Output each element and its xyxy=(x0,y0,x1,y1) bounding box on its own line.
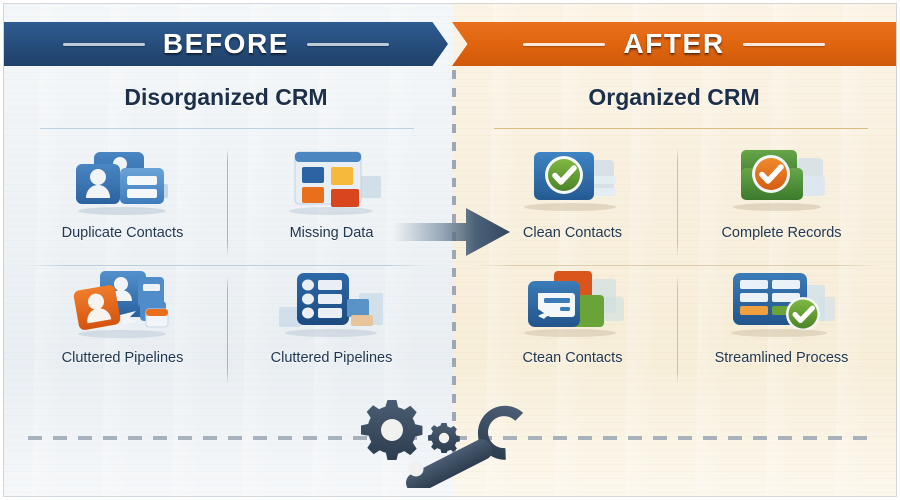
before-subtitle: Disorganized CRM xyxy=(124,83,328,110)
clean-data-card-icon xyxy=(514,271,632,343)
cluttered-contact-cards-icon xyxy=(64,271,182,343)
row-separator xyxy=(474,265,880,266)
item-label: Ctean Contacts xyxy=(522,350,623,366)
before-banner-label: BEFORE xyxy=(162,28,290,59)
right-arrow-icon xyxy=(392,206,510,258)
after-item-clean-contacts: Clean Contacts xyxy=(468,140,677,265)
before-title-rule xyxy=(40,128,414,129)
row-separator xyxy=(24,265,430,266)
banner-rule-right xyxy=(307,42,390,46)
item-label: Missing Data xyxy=(289,225,374,241)
item-label: Duplicate Contacts xyxy=(61,225,184,241)
after-item-complete-records: Complete Records xyxy=(677,140,886,265)
cluttered-list-icon xyxy=(273,271,391,343)
streamlined-table-check-icon xyxy=(723,271,841,343)
after-subtitle: Organized CRM xyxy=(588,83,760,110)
after-banner-label: AFTER xyxy=(623,28,725,59)
before-item-missing-data: Missing Data xyxy=(227,140,436,265)
item-label: Clean Contacts xyxy=(522,225,623,241)
before-item-cluttered-pipelines-cards: Cluttered Pipelines xyxy=(18,265,227,390)
after-item-streamlined-process: Streamlined Process xyxy=(677,265,886,390)
clean-contacts-check-icon xyxy=(514,146,632,218)
missing-data-panel-icon xyxy=(273,146,391,218)
column-separator xyxy=(227,148,228,256)
banner-rule-left xyxy=(523,42,606,46)
dashed-vertical-divider xyxy=(452,70,456,455)
after-banner: AFTER xyxy=(452,22,896,66)
item-label: Cluttered Pipelines xyxy=(61,350,184,366)
before-item-cluttered-pipelines-list: Cluttered Pipelines xyxy=(227,265,436,390)
gear-and-wrench-icon xyxy=(358,396,538,494)
item-label: Streamlined Process xyxy=(714,350,849,366)
item-label: Complete Records xyxy=(721,225,842,241)
after-icon-grid: Clean Contacts xyxy=(468,140,886,390)
column-separator xyxy=(227,276,228,384)
before-item-duplicate-contacts: Duplicate Contacts xyxy=(18,140,227,265)
column-separator xyxy=(677,276,678,384)
complete-records-check-icon xyxy=(723,146,841,218)
after-item-clean-data-card: Ctean Contacts xyxy=(468,265,677,390)
after-title-rule xyxy=(494,128,868,129)
duplicate-contact-cards-icon xyxy=(64,146,182,218)
before-icon-grid: Duplicate Contacts Missing Data xyxy=(18,140,436,390)
banner-rule-right xyxy=(742,42,825,46)
item-label: Cluttered Pipelines xyxy=(270,350,393,366)
column-separator xyxy=(677,148,678,256)
banner-rule-left xyxy=(62,42,145,46)
before-banner: BEFORE xyxy=(4,22,448,66)
